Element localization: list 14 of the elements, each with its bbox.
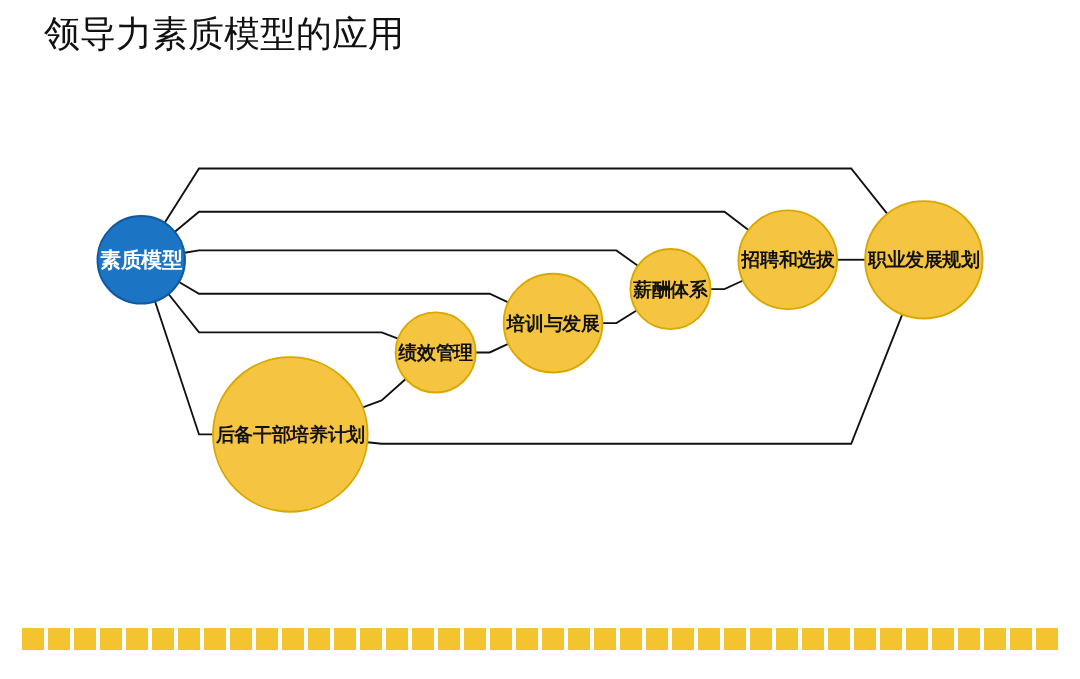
connector (178, 280, 510, 304)
node-circle: 后备干部培养计划 (212, 356, 369, 513)
node-circle: 绩效管理 (394, 311, 477, 394)
node-circle: 素质模型 (96, 214, 186, 305)
connector (167, 293, 399, 340)
node-circle: 薪酬体系 (629, 248, 712, 330)
connector (174, 210, 750, 233)
node-circle: 培训与发展 (502, 272, 604, 374)
node-circle: 职业发展规划 (864, 200, 984, 320)
connector (361, 378, 407, 409)
title: 领导力素质模型的应用 (44, 12, 404, 56)
connector (163, 167, 889, 224)
connector (154, 300, 214, 436)
node-circle: 招聘和选拔 (737, 209, 839, 310)
